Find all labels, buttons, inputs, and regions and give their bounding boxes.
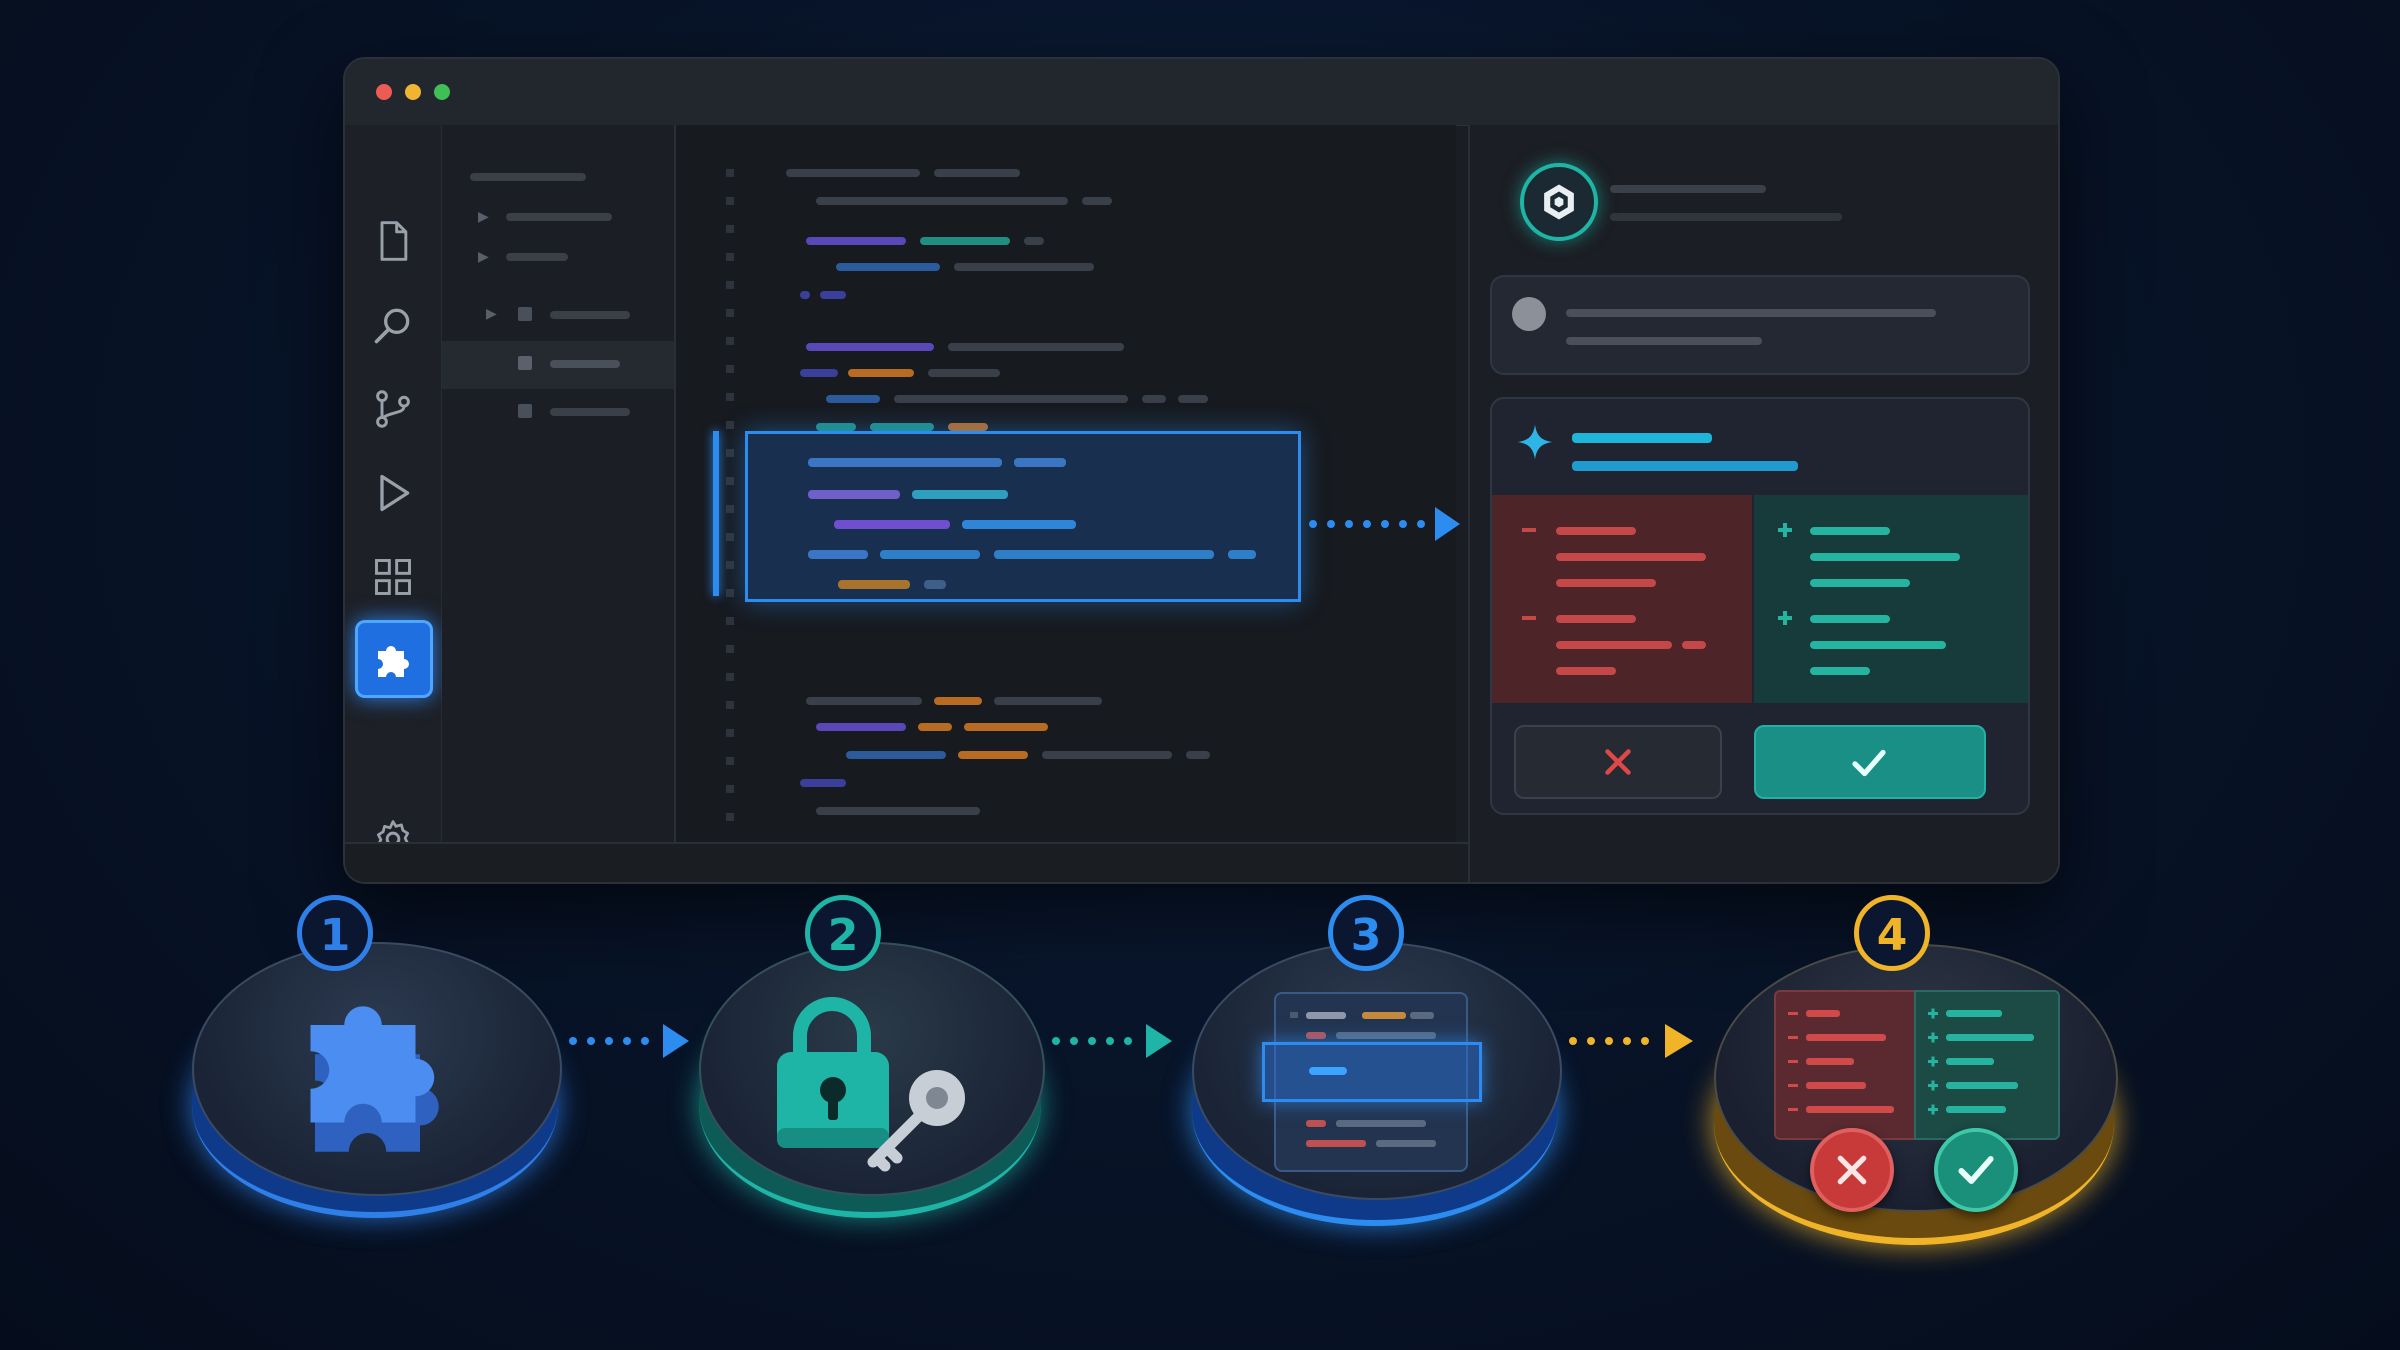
suggestion-subtitle [1572, 461, 1798, 471]
added-lines [1778, 523, 1960, 675]
run-icon[interactable] [371, 471, 415, 515]
maximize-window-button[interactable] [434, 84, 450, 100]
removed-lines-panel [1492, 495, 1752, 703]
diff-review-removed-lines [1788, 1010, 1894, 1113]
assistant-subtitle [1610, 213, 1842, 221]
puzzle-extension-icon [378, 646, 409, 677]
step-2 [695, 920, 1045, 1220]
arrow-to-chat-icon [1309, 507, 1460, 541]
file-item[interactable] [550, 408, 630, 416]
diff-review-removed [1774, 990, 1918, 1140]
folder-chevron-icon: ▶ [478, 209, 489, 225]
source-control-icon[interactable] [371, 387, 415, 431]
explorer-title [470, 173, 586, 181]
title-bar [345, 59, 2058, 126]
step-arrow-icon [1569, 1024, 1693, 1058]
minimize-window-button[interactable] [405, 84, 421, 100]
close-window-button[interactable] [376, 84, 392, 100]
step-4-badge: 4 [1854, 895, 1930, 971]
assistant-avatar [1520, 163, 1598, 241]
step-1 [188, 920, 563, 1220]
folder-chevron-icon: ▶ [486, 306, 497, 322]
step-arrow-icon [1052, 1024, 1172, 1058]
assistant-logo-icon [1544, 184, 1574, 220]
reject-suggestion-button[interactable] [1514, 725, 1722, 799]
puzzle-extension-tab[interactable] [355, 620, 433, 698]
sparkle-icon [1517, 424, 1553, 460]
step-2-badge: 2 [805, 895, 881, 971]
step-1-badge: 1 [297, 895, 373, 971]
check-icon [1852, 749, 1886, 777]
explorer-panel: ▶ ▶ ▶ [442, 125, 676, 882]
user-message-line [1566, 309, 1936, 317]
editor-window: ▶ ▶ ▶ [343, 57, 2060, 884]
diff-review-added-lines [1928, 1008, 2034, 1115]
lock-key-icon [777, 997, 965, 1172]
code-selection-lines [1290, 1012, 1436, 1147]
step-3-badge: 3 [1328, 895, 1404, 971]
accept-circle [1934, 1128, 2018, 1212]
files-icon[interactable] [371, 219, 415, 263]
folder-item[interactable] [506, 253, 568, 261]
close-icon [1837, 1155, 1867, 1185]
extensions-grid-icon[interactable] [371, 555, 415, 599]
folder-chevron-icon: ▶ [478, 249, 489, 265]
selected-code-lines [808, 458, 1256, 589]
check-icon [1958, 1156, 1994, 1184]
search-icon[interactable] [371, 303, 415, 347]
file-icon [518, 404, 532, 418]
close-icon [1605, 749, 1631, 775]
folder-item[interactable] [506, 213, 612, 221]
accept-suggestion-button[interactable] [1754, 725, 1986, 799]
removed-lines [1522, 527, 1706, 675]
step-4 [1710, 920, 2120, 1250]
suggestion-title [1572, 433, 1712, 443]
added-lines-panel [1754, 495, 2028, 703]
user-message-card [1490, 275, 2030, 375]
gutter-selection-marker [713, 431, 719, 596]
file-item[interactable] [550, 311, 630, 319]
diff-review-added [1914, 990, 2060, 1140]
user-avatar [1512, 297, 1546, 331]
reject-circle [1810, 1128, 1894, 1212]
assistant-name [1610, 185, 1766, 193]
code-editor[interactable] [676, 125, 1456, 882]
selection-highlight [1262, 1042, 1482, 1102]
user-message-line [1566, 337, 1762, 345]
activity-bar [345, 125, 442, 882]
step-arrow-icon [569, 1024, 689, 1058]
puzzle-icon [310, 1006, 439, 1152]
file-icon [518, 307, 532, 321]
status-bar [345, 842, 1468, 882]
selection-line [1309, 1067, 1347, 1075]
code-lines [726, 169, 1210, 821]
file-icon [518, 356, 532, 370]
file-item [550, 360, 620, 368]
selected-code-block[interactable] [745, 431, 1301, 602]
step-3 [1188, 920, 1563, 1230]
